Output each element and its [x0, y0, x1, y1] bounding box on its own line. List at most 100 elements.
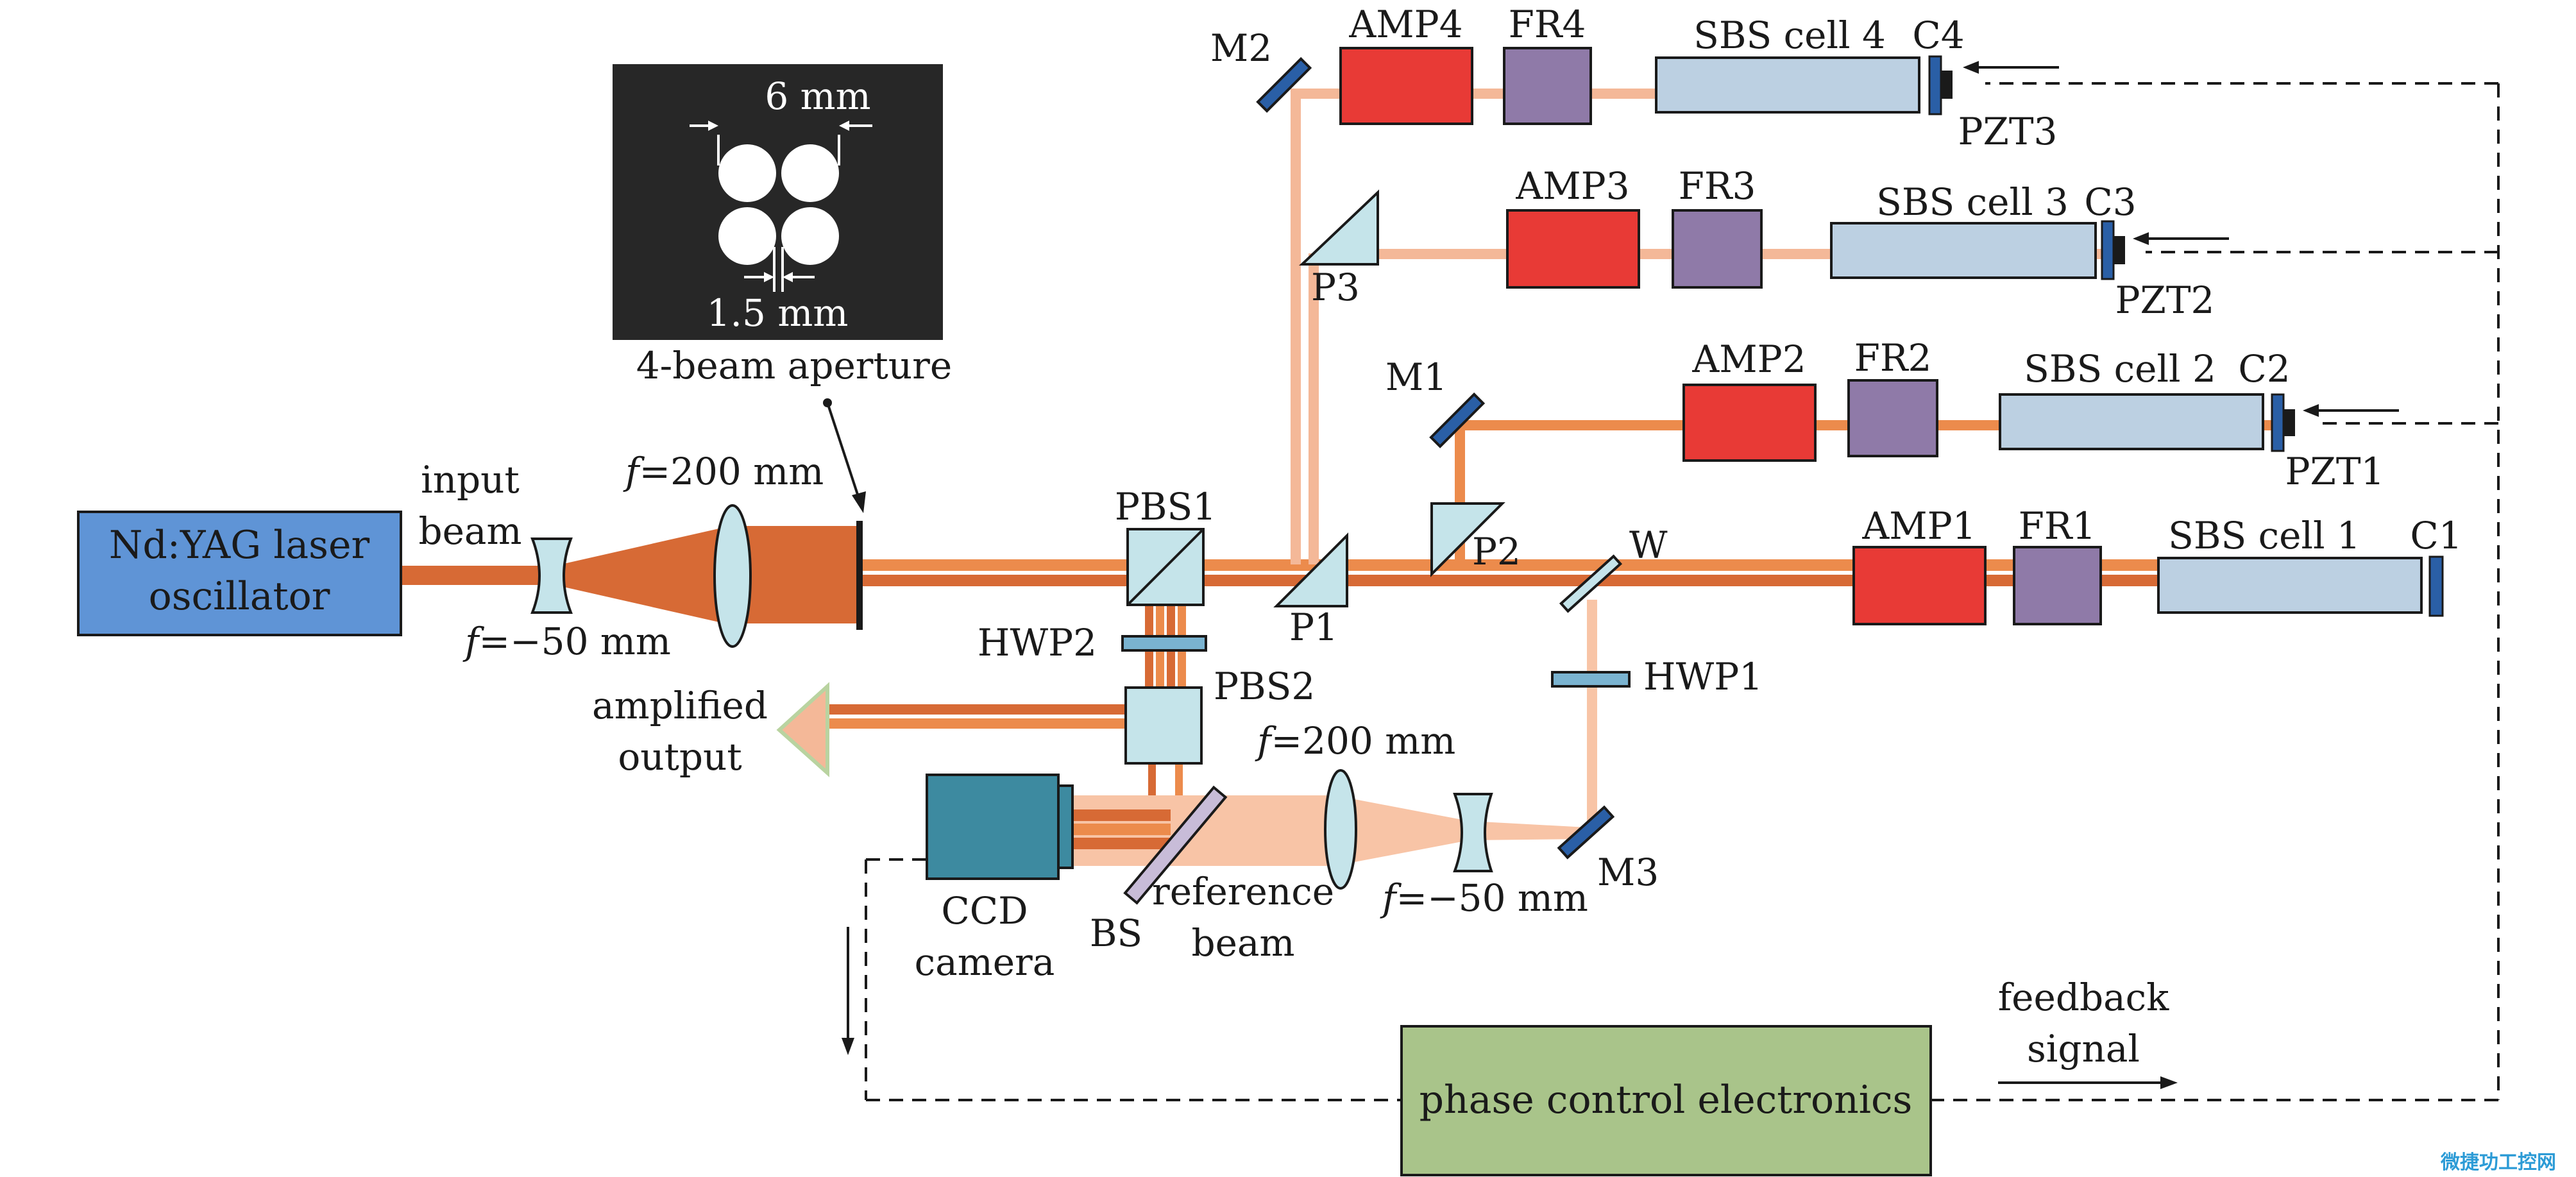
pbs1-label: PBS1 [1115, 485, 1216, 529]
p1-label: P1 [1289, 605, 1338, 649]
concave-lens-reference [1453, 793, 1493, 872]
ccd-camera-lens [1057, 784, 1074, 869]
beam-splitter-bs [1123, 785, 1228, 905]
fr2-label: FR2 [1854, 336, 1932, 380]
ccd-camera: CCD camera [915, 774, 1074, 984]
beam-w-to-m3 [1587, 600, 1597, 827]
lens-input-f-value: =−50 mm [479, 620, 670, 663]
amp1-label: AMP1 [1861, 504, 1976, 548]
aperture-inset-background [613, 64, 943, 340]
sbs-cell-4-label: SBS cell 4 [1693, 13, 1886, 57]
pzt2-label: PZT2 [2115, 278, 2215, 322]
fr2-box [1847, 379, 1938, 457]
dim-arrowhead-15mm-right [783, 272, 793, 282]
sbs-cell-3 [1830, 222, 2097, 279]
fr1-box [2013, 546, 2102, 625]
amplified-output-label-line1: amplified [592, 684, 768, 727]
beam-p1-to-p3 [1309, 253, 1319, 564]
sbs-cell-3-label: SBS cell 3 [1876, 180, 2069, 224]
input-beam-label-line1: input [421, 458, 520, 502]
ccd-camera-label-line1: CCD [941, 889, 1028, 933]
ccd-camera-label-line2: camera [915, 940, 1055, 984]
watermark: 微捷功工控网 [2440, 1151, 2556, 1174]
reference-beam-label-line1: reference [1152, 870, 1334, 913]
aperture-6mm-label: 6 mm [765, 74, 870, 118]
ccd-camera-body [926, 774, 1060, 880]
hwp2-label: HWP2 [978, 621, 1097, 665]
amplified-output-beam-a [827, 704, 1126, 715]
feedback-signal-label-line1: feedback [1998, 976, 2169, 1019]
amplifier-chain-1: AMP1 FR1 SBS cell 1 C1 [1852, 504, 2462, 625]
aperture-pointer-line [826, 402, 861, 501]
ref-lens-200-value: =200 mm [1271, 719, 1455, 763]
input-beam-label-line2: beam [418, 509, 521, 553]
dim-arrowhead-15mm-left [764, 272, 774, 282]
c3-label: C3 [2084, 180, 2136, 224]
concave-lens-input [530, 538, 573, 614]
amp4-label: AMP4 [1348, 3, 1462, 46]
fr4-box [1503, 47, 1592, 125]
convex-lens-reference [1324, 769, 1357, 890]
c4-label: C4 [1912, 13, 1964, 57]
w-label: W [1629, 523, 1668, 567]
dim-arrowhead-6mm-left [708, 121, 718, 131]
fr3-label: FR3 [1679, 164, 1756, 208]
aperture-hole-br [781, 207, 839, 265]
aperture-hole-tr [781, 144, 839, 202]
amp3-label: AMP3 [1515, 164, 1629, 208]
bs-label: BS [1090, 911, 1142, 955]
amp1-box [1852, 546, 1987, 625]
aperture-caption: 4-beam aperture [636, 344, 952, 387]
mirror-m1 [1429, 392, 1486, 448]
pzt1-label: PZT1 [2285, 450, 2385, 493]
lens-input-f-label: f=−50 mm [462, 620, 671, 663]
ref-lens-200-label: f=200 mm [1255, 719, 1455, 763]
m1-label: M1 [1385, 355, 1447, 399]
m2-label: M2 [1210, 26, 1272, 70]
input-beam [401, 566, 555, 585]
hwp2 [1121, 635, 1207, 652]
prism-p3 [1298, 189, 1379, 266]
convex-lens-input [713, 504, 752, 648]
pzt1-actuator [2284, 409, 2295, 436]
sbs-cell-1-label: SBS cell 1 [2168, 514, 2360, 557]
aperture-15mm-label: 1.5 mm [707, 291, 849, 335]
aperture-inset: 6 mm 1.5 mm [613, 64, 943, 340]
amplified-output-arrowhead [776, 682, 829, 777]
c2-mirror [2271, 393, 2285, 452]
pbs2-label: PBS2 [1214, 665, 1315, 708]
c4-mirror [1928, 55, 1942, 115]
hwp1 [1551, 671, 1631, 688]
dim-arrowhead-6mm-right [839, 121, 849, 131]
phase-control-electronics-box [1400, 1025, 1932, 1176]
amp4-box [1339, 47, 1473, 125]
pbs1: PBS1 [1115, 485, 1216, 606]
amp3-box [1506, 209, 1640, 289]
reference-beam-label-line2: beam [1191, 921, 1294, 965]
ccd-beam-a [1062, 809, 1171, 821]
feedback-signal-label-line2: signal [2027, 1027, 2140, 1071]
aperture-hole-bl [718, 207, 776, 265]
beam-p1-to-m2 [1291, 89, 1301, 564]
feedback-signal-arrowhead [2160, 1076, 2178, 1089]
window-w [1559, 554, 1623, 613]
pzt2-actuator [2114, 236, 2125, 264]
aperture-pointer-arrowhead [852, 491, 866, 513]
ref-lens-50-value: =−50 mm [1396, 876, 1588, 920]
ccd-signal-arrowhead [842, 1038, 854, 1055]
lens-200-f-label: f=200 mm [623, 450, 824, 493]
p3-label: P3 [1311, 266, 1360, 309]
aperture-hole-tl [718, 144, 776, 202]
mirror-m2 [1256, 56, 1312, 113]
oscillator-label-line2: oscillator [149, 574, 330, 619]
amp2-label: AMP2 [1691, 337, 1806, 381]
laser-oscillator: Nd:YAG laser oscillator [77, 511, 402, 636]
amp2-box [1682, 384, 1817, 462]
c3-mirror [2101, 220, 2115, 280]
c2-label: C2 [2238, 347, 2290, 391]
p2-label: P2 [1472, 530, 1521, 573]
prism-p1 [1273, 532, 1348, 607]
c1-label: C1 [2410, 514, 2462, 557]
sbs-cell-1 [2157, 557, 2423, 614]
